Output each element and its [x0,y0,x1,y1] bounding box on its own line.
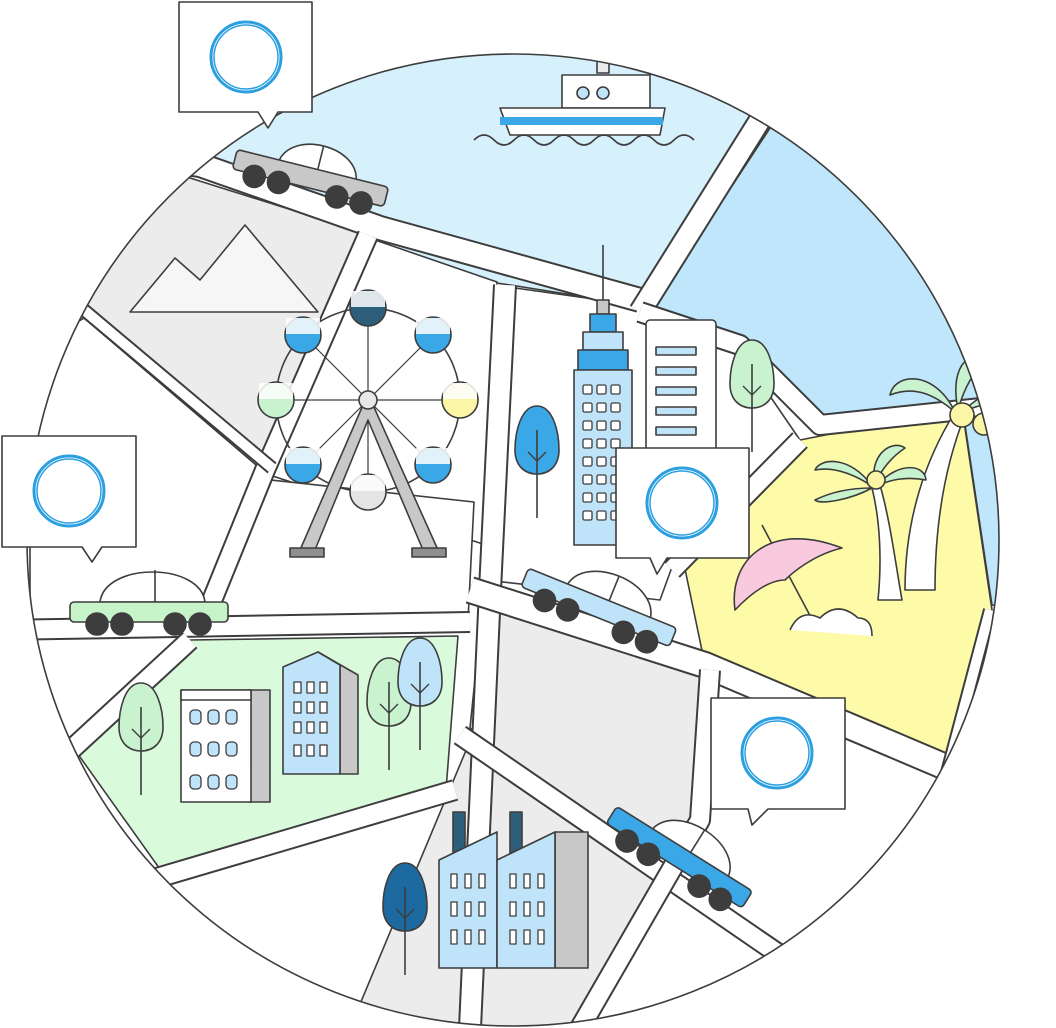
location-marker-icon[interactable] [615,447,750,575]
ferris-wheel-icon [257,289,479,558]
location-marker-icon[interactable] [1,435,137,563]
factory-icon [438,811,589,969]
car-icon [232,143,389,215]
office-building-icon [282,651,359,775]
location-marker-icon[interactable] [710,697,846,826]
ship-icon [473,54,695,146]
car-icon [69,570,229,636]
car-icon [521,568,677,654]
mountain-icon [129,224,319,313]
location-marker-icon[interactable] [178,1,313,129]
car-icon [606,807,752,912]
beach-umbrella-icon [733,524,873,637]
apartment-building-icon [180,689,271,803]
